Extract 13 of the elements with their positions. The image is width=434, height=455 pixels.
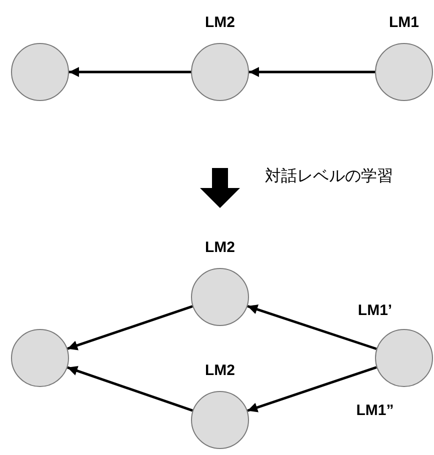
arrow xyxy=(247,304,377,350)
node-label: LM2 xyxy=(205,14,235,30)
node-label: LM2 xyxy=(205,362,235,378)
node-label: LM2 xyxy=(205,238,235,256)
arrow xyxy=(247,366,377,412)
arrow xyxy=(69,67,191,77)
node-label: LM1’ xyxy=(358,302,392,318)
arrow xyxy=(67,305,193,350)
arrow xyxy=(67,366,193,412)
node-label: LM1” xyxy=(356,402,394,418)
arrow xyxy=(249,67,375,77)
node-label: LM1 xyxy=(389,14,419,30)
step-label: 対話レベルの学習 xyxy=(265,166,393,187)
